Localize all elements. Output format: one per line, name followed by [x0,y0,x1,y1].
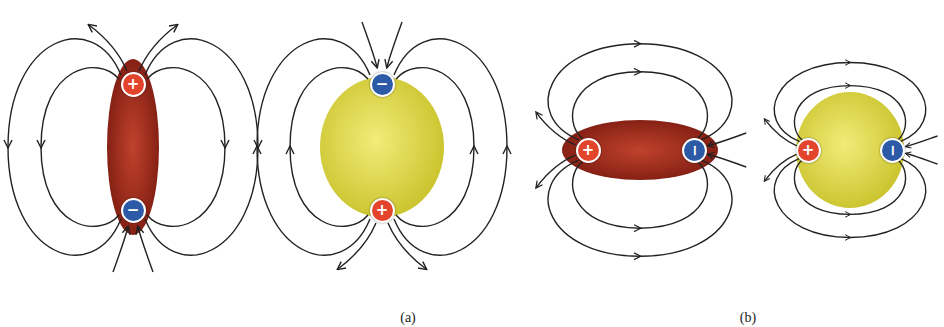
prolate-particle [562,120,718,180]
charge-circle: − [880,138,905,163]
charge-circle: + [370,198,395,223]
field-lines [8,25,258,272]
charge-sign: + [582,143,595,158]
field-lines [257,22,507,269]
panel-label: (b) [740,311,756,325]
panel-label: (a) [400,311,416,325]
charge-sign: − [884,144,899,157]
field-lines [536,44,746,257]
charge-sign: + [376,203,389,218]
charge-sign: + [127,77,140,92]
charge-sign: − [686,144,701,157]
spherical-particle [796,92,904,208]
charge-circle: − [121,198,146,223]
charge-circle: − [370,72,395,97]
charge-circle: − [682,138,707,163]
charge-circle: + [796,138,821,163]
charge-circle: + [576,138,601,163]
charge-circle: + [121,72,146,97]
charge-sign: − [376,77,389,92]
charge-sign: − [127,203,140,218]
field-lines [765,63,938,238]
spherical-particle [320,77,444,217]
prolate-particle [107,59,159,235]
charge-sign: + [802,143,815,158]
